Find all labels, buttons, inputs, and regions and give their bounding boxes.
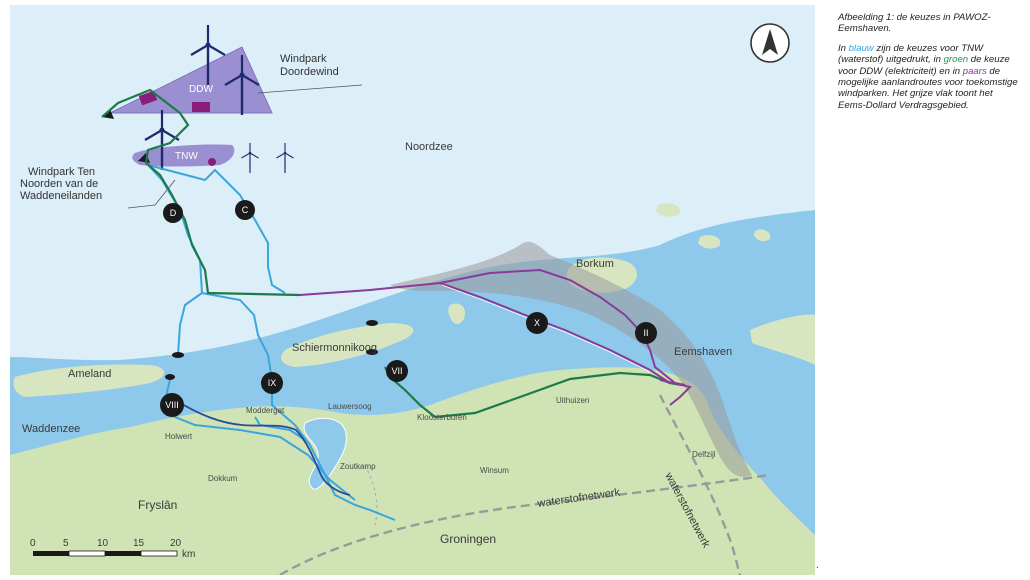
caption-body: In blauw zijn de keuzes voor TNW (waters… [838, 43, 1023, 111]
eemshaven-label: Eemshaven [674, 346, 732, 358]
leader-line [154, 179, 176, 206]
north-arrow-icon [750, 23, 790, 63]
caption-title: Afbeelding 1: de keuzes in PAWOZ-Eemshav… [838, 12, 991, 35]
dokkum-label: Dokkum [208, 474, 238, 483]
tnw-platform [208, 158, 216, 166]
lauwersmeer [303, 417, 347, 490]
mainland [10, 367, 815, 575]
holwert-label: Holwert [165, 432, 193, 441]
ddw-substation [138, 90, 158, 106]
small-island [750, 314, 815, 365]
route-viii-marker: VIII [160, 393, 184, 417]
route-ii-label: II [643, 328, 648, 338]
lauwersoog-label: Lauwersoog [328, 402, 372, 411]
caption-green-word: groen [943, 54, 969, 66]
winsum-label: Winsum [480, 466, 509, 475]
small-island [698, 235, 721, 249]
windpark-tnw-label-3: Waddeneilanden [20, 190, 102, 202]
future-routes [299, 268, 692, 406]
caption-purple-word: paars [962, 65, 987, 77]
map: D C X II IX VII VIII Noordzee DDW TNW Wi… [10, 5, 815, 575]
small-island [656, 203, 681, 217]
landing-marker [366, 349, 378, 355]
route-vii-marker: VII [386, 360, 408, 382]
treaty-area [390, 241, 752, 477]
borkum-label: Borkum [576, 258, 614, 270]
scale-tick-0: 0 [30, 538, 36, 549]
windpark-doordewind-label-1: Windpark [280, 53, 327, 65]
groningen-label: Groningen [440, 532, 496, 546]
scale-tick-15: 15 [133, 538, 145, 549]
caption-text: de mogelijke aanlandroutes voor toekomst… [838, 65, 1018, 111]
route-c-marker: C [235, 200, 255, 220]
kloosterburen-label: Kloosterburen [417, 413, 467, 422]
ddw-substation [192, 102, 210, 112]
ddw-label: DDW [189, 84, 213, 95]
schiermonnikoog-label: Schiermonnikoog [292, 342, 377, 354]
electricity-routes [101, 88, 683, 419]
uithuizen-label: Uithuizen [556, 396, 589, 405]
caption-text: de keuze voor DDW (elektriciteit) en in [838, 54, 1010, 77]
caption-text: In [838, 42, 849, 54]
delfzijl-label: Delfzijl [692, 450, 716, 459]
small-island [448, 303, 466, 324]
landing-marker [165, 374, 175, 380]
caption-blue-word: blauw [848, 42, 874, 54]
leader-line [257, 84, 363, 94]
scale-tick-10: 10 [97, 538, 109, 549]
scale-tick-20: 20 [170, 538, 182, 549]
fryslan-label: Fryslân [138, 498, 177, 512]
noordzee-label: Noordzee [405, 141, 453, 153]
connection-point [102, 109, 114, 119]
electricity-route-dark [174, 399, 351, 496]
tnw-label: TNW [175, 151, 198, 162]
scale-tick-5: 5 [63, 538, 69, 549]
route-x-marker: X [526, 312, 548, 334]
ameland-island [13, 364, 165, 397]
landing-marker [366, 320, 378, 326]
waddenzee-label: Waddenzee [22, 423, 80, 435]
route-viii-label: VIII [165, 400, 179, 410]
windpark-doordewind-label-2: Doordewind [280, 66, 339, 78]
hydrogen-network-line [658, 394, 742, 575]
route-ix-marker: IX [261, 372, 283, 394]
route-ix-label: IX [268, 378, 277, 388]
hydrogen-network-line [364, 464, 378, 526]
route-c-label: C [242, 205, 249, 215]
zoutkamp-label: Zoutkamp [340, 462, 376, 471]
route-d-label: D [170, 208, 177, 218]
windpark-tnw-label-1: Windpark Ten [28, 166, 95, 178]
ameland-label: Ameland [68, 368, 111, 380]
small-island [754, 229, 771, 242]
landing-marker [172, 352, 184, 358]
route-ii-marker: II [635, 322, 657, 344]
caption: Afbeelding 1: de keuzes in PAWOZ-Eemshav… [838, 12, 1023, 119]
windpark-tnw-label-2: Noorden van de [20, 178, 98, 190]
scale-unit: km [182, 549, 195, 560]
leader-line [127, 204, 156, 209]
schiermonnikoog-island [281, 323, 414, 367]
scale-bar: 0 5 10 15 20 km [30, 538, 195, 560]
caption-text: zijn de keuzes voor TNW (waterstof) uitg… [838, 42, 984, 66]
moddergat-label: Moddergat [246, 406, 285, 415]
trailing-mark: . [816, 560, 819, 571]
route-x-label: X [534, 318, 540, 328]
route-vii-label: VII [391, 366, 402, 376]
route-d-marker: D [163, 203, 183, 223]
